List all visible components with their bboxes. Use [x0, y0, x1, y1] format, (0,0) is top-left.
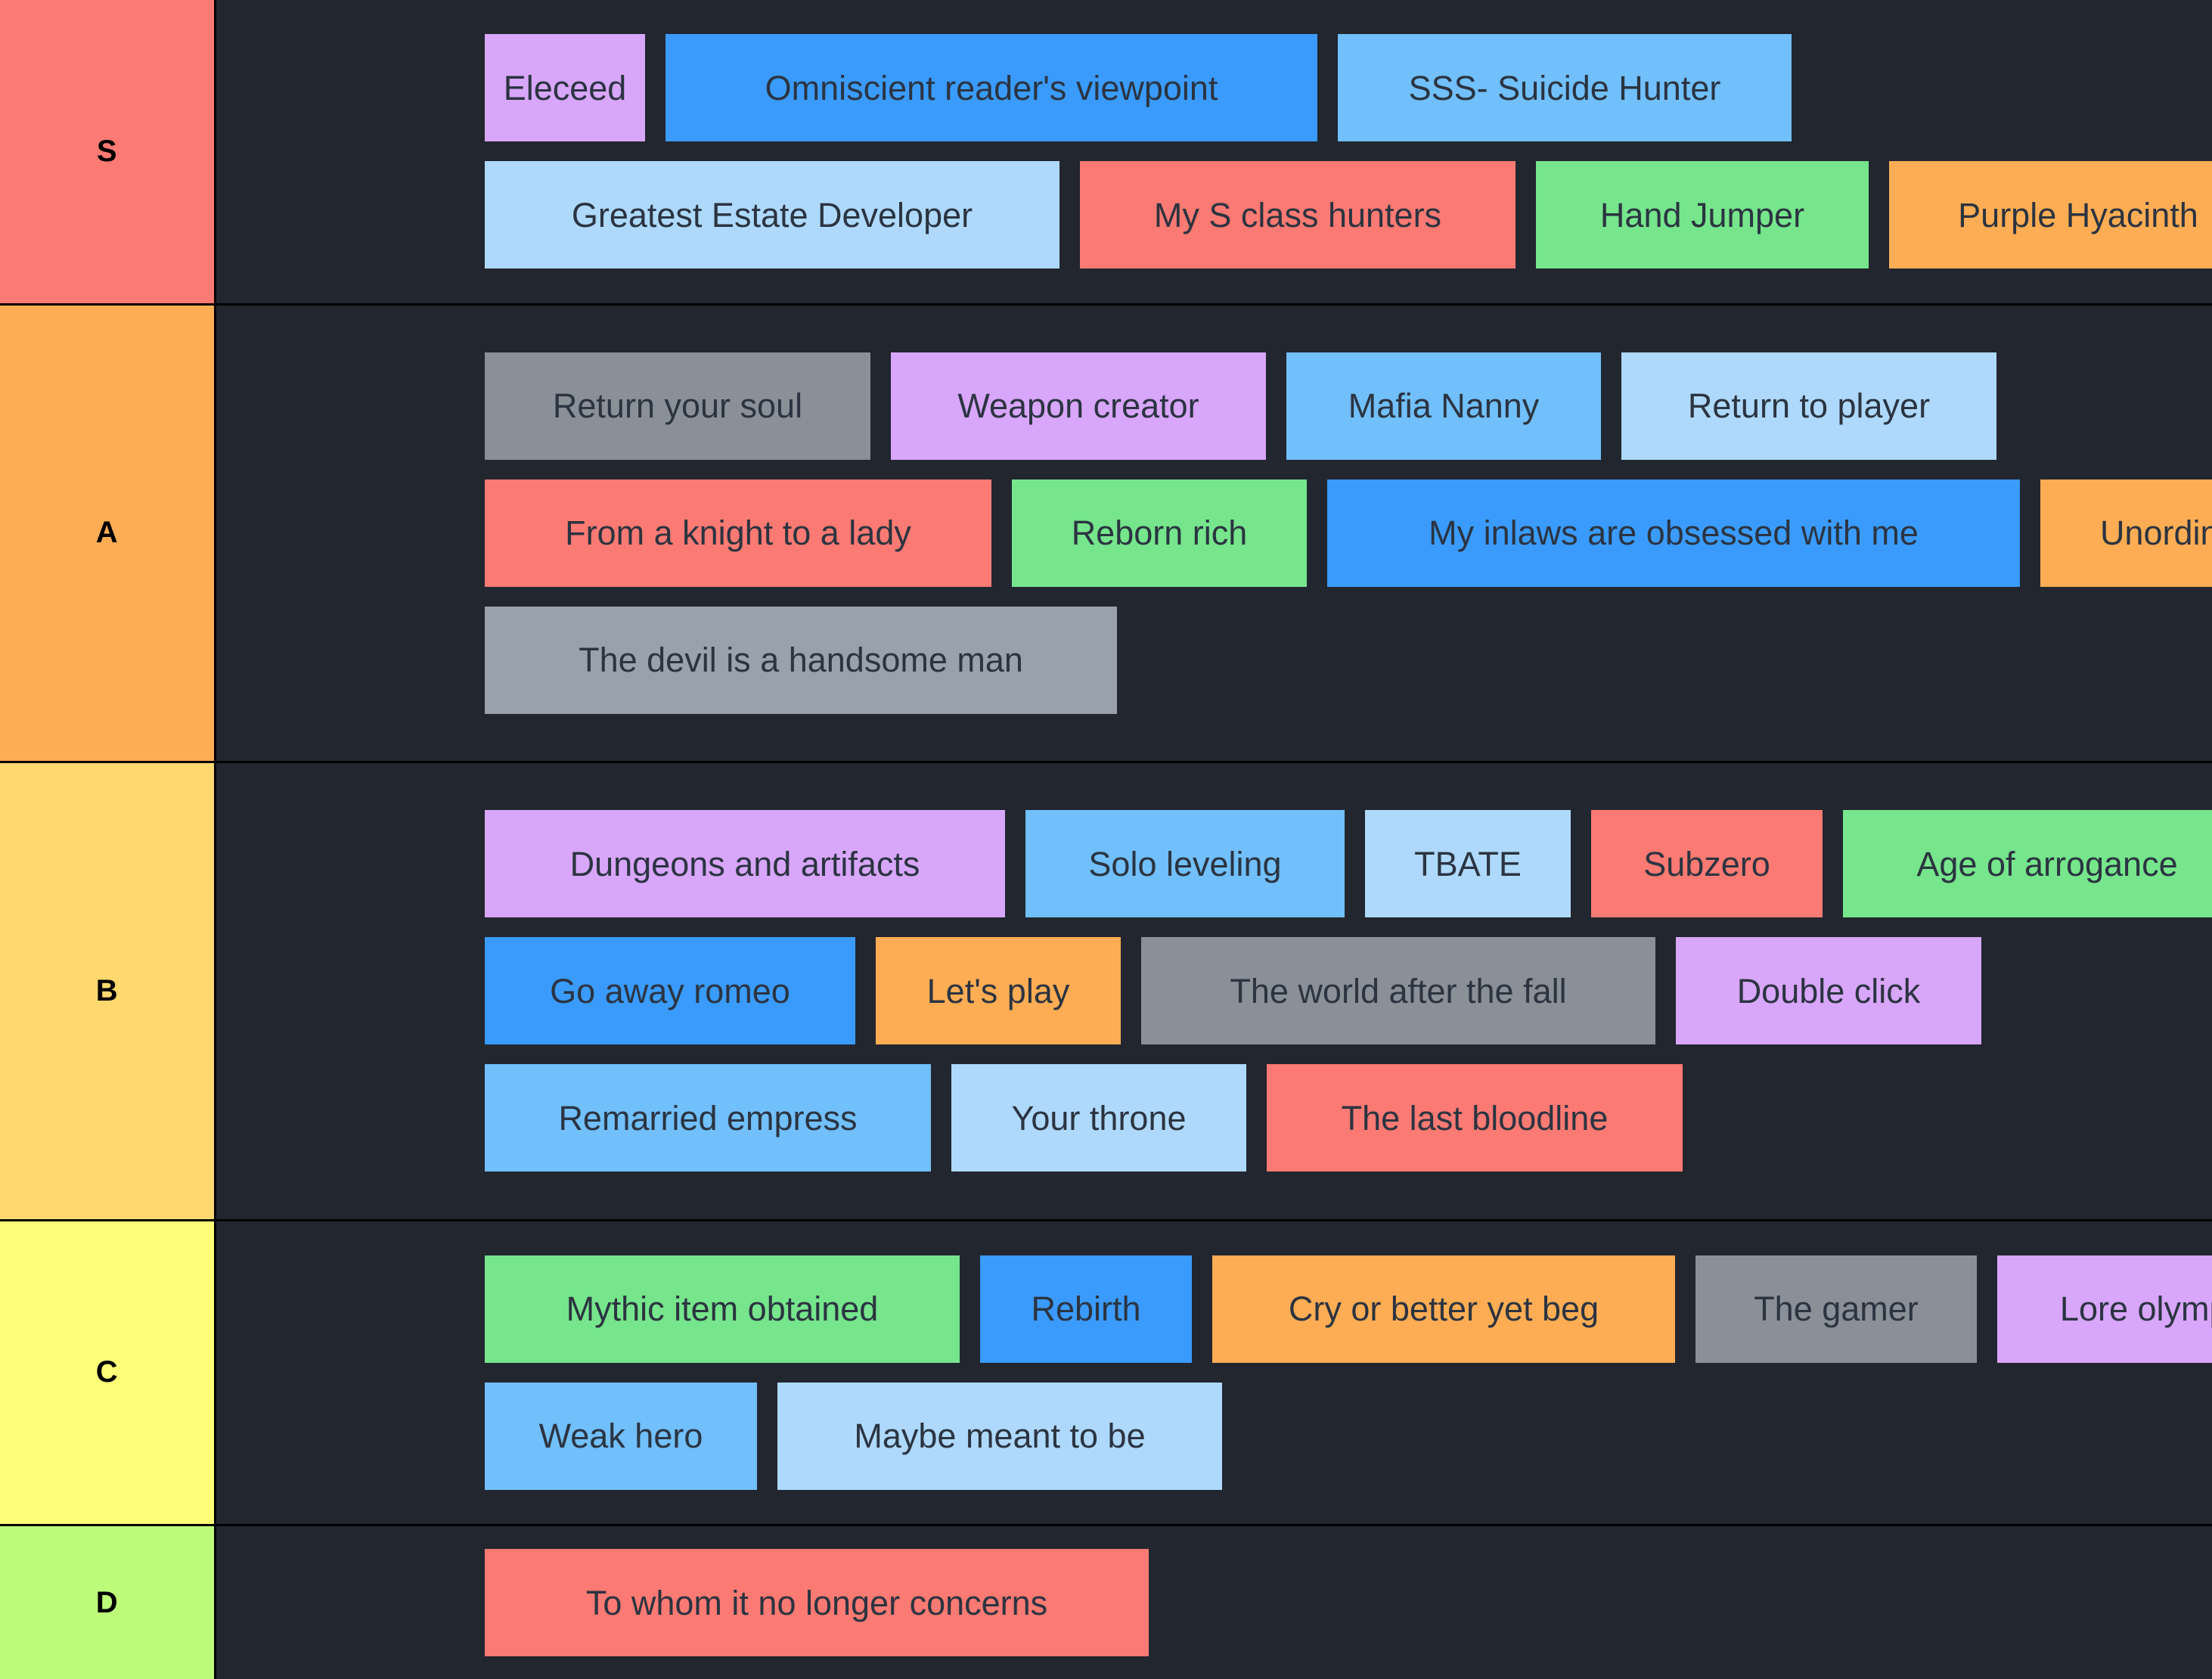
tier-item[interactable]: The gamer — [1695, 1255, 1977, 1363]
tier-item[interactable]: Greatest Estate Developer — [485, 161, 1059, 269]
tier-item[interactable]: My S class hunters — [1080, 161, 1516, 269]
tier-label-d[interactable]: D — [0, 1526, 216, 1679]
tier-label-b[interactable]: B — [0, 763, 216, 1219]
tier-item[interactable]: TBATE — [1365, 810, 1571, 918]
tier-item[interactable]: Subzero — [1591, 810, 1823, 918]
tier-item[interactable]: Solo leveling — [1025, 810, 1345, 918]
tier-label-a[interactable]: A — [0, 305, 216, 762]
tier-item[interactable]: To whom it no longer concerns — [485, 1549, 1149, 1657]
tier-item-line: To whom it no longer concerns — [216, 1549, 2212, 1657]
tier-item[interactable]: Purple Hyacinth — [1889, 161, 2212, 269]
tier-item[interactable]: Let's play — [876, 937, 1121, 1045]
tier-item[interactable]: Mafia Nanny — [1286, 352, 1601, 460]
tier-item[interactable]: Weapon creator — [891, 352, 1266, 460]
tier-item[interactable]: Mythic item obtained — [485, 1255, 960, 1363]
tier-item[interactable]: Maybe meant to be — [777, 1382, 1222, 1490]
tier-item[interactable]: Return your soul — [485, 352, 870, 460]
tier-item[interactable]: The world after the fall — [1141, 937, 1655, 1045]
tier-item[interactable]: Eleceed — [485, 34, 645, 142]
tier-item[interactable]: SSS- Suicide Hunter — [1338, 34, 1792, 142]
tier-item[interactable]: The last bloodline — [1267, 1064, 1683, 1172]
tier-item[interactable]: My inlaws are obsessed with me — [1327, 479, 2020, 587]
tier-item[interactable]: Cry or better yet beg — [1212, 1255, 1675, 1363]
tier-item[interactable]: Rebirth — [980, 1255, 1192, 1363]
tier-item[interactable]: Unordinary — [2040, 479, 2212, 587]
tier-item[interactable]: Weak hero — [485, 1382, 757, 1490]
tier-item[interactable]: Go away romeo — [485, 937, 855, 1045]
tier-item[interactable]: Your throne — [951, 1064, 1246, 1172]
tier-label-c[interactable]: C — [0, 1221, 216, 1525]
tier-item[interactable]: Remarried empress — [485, 1064, 931, 1172]
tier-item[interactable]: Reborn rich — [1012, 479, 1307, 587]
tier-item[interactable]: Return to player — [1621, 352, 1996, 460]
tier-item[interactable]: Omniscient reader's viewpoint — [665, 34, 1317, 142]
tier-item[interactable]: Lore olympus — [1997, 1255, 2212, 1363]
tier-row: D To whom it no longer concerns — [0, 1526, 2212, 1679]
tier-item[interactable]: Double click — [1676, 937, 1981, 1045]
tier-item-line: The devil is a handsome man — [216, 606, 2212, 714]
tier-item[interactable]: Age of arrogance — [1843, 810, 2212, 918]
tier-item[interactable]: The devil is a handsome man — [485, 606, 1117, 714]
tier-items-container: To whom it no longer concerns — [216, 1526, 2212, 1679]
tier-item[interactable]: From a knight to a lady — [485, 479, 991, 587]
tier-label-s[interactable]: S — [0, 0, 216, 303]
tier-item[interactable]: Dungeons and artifacts — [485, 810, 1005, 918]
tier-item[interactable]: Hand Jumper — [1536, 161, 1869, 269]
